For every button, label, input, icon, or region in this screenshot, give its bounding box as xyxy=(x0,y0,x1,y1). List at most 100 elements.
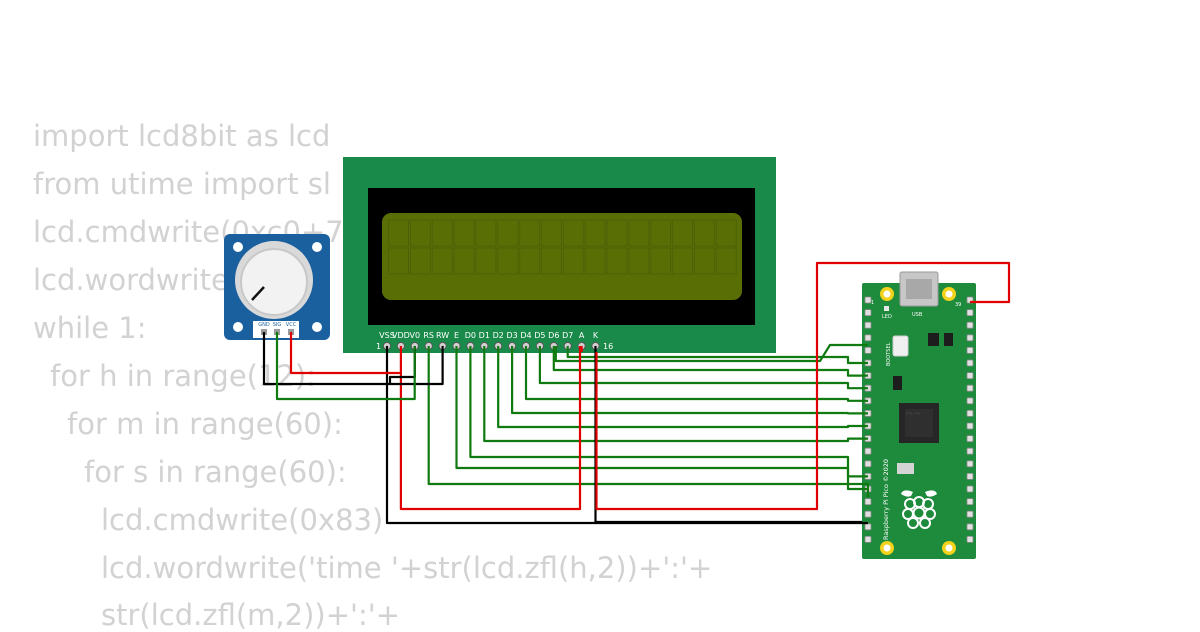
pico-pin-left[interactable] xyxy=(864,460,872,468)
wire xyxy=(289,332,401,375)
pot-pin-label: SIG xyxy=(273,322,282,328)
pot-pin-label: GND xyxy=(258,322,270,328)
pico-pin-right[interactable] xyxy=(966,536,974,543)
wire xyxy=(469,346,868,478)
pico-pin-left[interactable] xyxy=(864,523,872,531)
lcd-pin-label: D7 xyxy=(562,331,573,340)
wire xyxy=(427,346,870,497)
pico-pin-right[interactable] xyxy=(966,359,974,367)
pico-pin-right[interactable] xyxy=(966,460,974,468)
code-line: lcd.cmdwrite(0x83) xyxy=(101,503,384,537)
lcd-pin-label: D5 xyxy=(534,331,545,340)
raspberry-logo xyxy=(905,411,921,416)
pico-pin-right[interactable] xyxy=(966,372,974,380)
pico-pin-right[interactable] xyxy=(966,321,974,329)
pin39-label: 39 xyxy=(955,302,961,308)
code-line: str(lcd.zfl(m,2))+':'+ xyxy=(101,598,401,632)
pico-pin-left[interactable] xyxy=(864,447,872,455)
pico-pin-right[interactable] xyxy=(966,498,974,506)
raspberry-pi-pico[interactable]: LED USB 1 39 BOOTSEL Raspberry Pi Pico ©… xyxy=(862,271,976,559)
led-label: LED xyxy=(882,314,892,320)
lcd-pin-last-label: 16 xyxy=(603,342,613,351)
pico-pin-right[interactable] xyxy=(966,472,974,480)
code-line: import lcd8bit as lcd xyxy=(33,119,331,153)
wire xyxy=(524,346,868,402)
wire xyxy=(385,346,868,525)
pico-pin-left[interactable] xyxy=(864,321,872,329)
pico-pin-right[interactable] xyxy=(966,397,974,405)
mount-hole-icon xyxy=(312,242,322,252)
wire xyxy=(262,332,444,386)
pico-pin-right[interactable] xyxy=(966,422,974,430)
pico-pin-rows xyxy=(864,296,974,543)
lcd-pin-first-label: 1 xyxy=(376,342,381,351)
wire xyxy=(552,346,868,377)
lcd-pin-label: VDD xyxy=(392,331,410,340)
code-line: for s in range(60): xyxy=(84,455,347,489)
code-line: for m in range(60): xyxy=(67,407,343,441)
pico-pin-right[interactable] xyxy=(966,346,974,354)
lcd-pin-label: D1 xyxy=(479,331,490,340)
bootsel-label: BOOTSEL xyxy=(886,342,892,366)
mount-hole-icon xyxy=(233,322,243,332)
code-line: lcd.wordwrite xyxy=(33,263,229,297)
pico-pin-left[interactable] xyxy=(864,498,872,506)
raspberry-logo xyxy=(901,490,937,529)
pico-pin-right[interactable] xyxy=(966,523,974,531)
wire xyxy=(455,346,868,491)
led-icon xyxy=(884,306,889,311)
wire xyxy=(538,346,868,390)
lcd-pin-label: E xyxy=(454,331,459,340)
lcd-pin-label: D6 xyxy=(548,331,559,340)
chip-small xyxy=(893,376,902,390)
pico-pin-left[interactable] xyxy=(864,296,872,304)
pico-pin-left[interactable] xyxy=(864,536,872,543)
wire xyxy=(510,346,868,415)
lcd-pin-label: RS xyxy=(423,331,434,340)
pico-pin-right[interactable] xyxy=(966,435,974,443)
pico-pin-right[interactable] xyxy=(966,309,974,317)
pico-pin-right[interactable] xyxy=(966,384,974,392)
wire xyxy=(595,261,1011,511)
code-line: while 1: xyxy=(33,311,147,345)
pico-pin-left[interactable] xyxy=(864,309,872,317)
wire xyxy=(399,346,582,511)
pot-knob-indicator xyxy=(251,286,265,301)
code-line: from utime import sl xyxy=(33,167,331,201)
pico-pin-left[interactable] xyxy=(864,510,872,518)
lcd-pin-label: D2 xyxy=(493,331,504,340)
pico-pin-right[interactable] xyxy=(966,510,974,518)
pin1-label: 1 xyxy=(871,300,874,306)
lcd-pin-label: D3 xyxy=(506,331,517,340)
pico-pin-right[interactable] xyxy=(966,334,974,342)
pico-pin-right[interactable] xyxy=(966,485,974,493)
pico-silkscreen: Raspberry Pi Pico ©2020 xyxy=(882,459,890,540)
wires xyxy=(262,261,1011,525)
crystal xyxy=(897,463,914,474)
lcd-pin-label: D4 xyxy=(520,331,531,340)
pico-pin-left[interactable] xyxy=(864,346,872,354)
wire xyxy=(566,346,868,365)
wire xyxy=(594,346,862,524)
pot-pin-label: VCC xyxy=(286,322,297,328)
lcd-character-grid xyxy=(387,219,738,275)
bootsel-button[interactable] xyxy=(892,335,909,357)
pico-pin-left[interactable] xyxy=(864,334,872,342)
chip-small xyxy=(944,333,953,346)
lcd-pin-label: A xyxy=(579,331,585,340)
lcd-pin-label: RW xyxy=(436,331,449,340)
pico-pin-right[interactable] xyxy=(966,447,974,455)
wire xyxy=(483,346,868,443)
pot-knob[interactable] xyxy=(240,248,308,316)
lcd-pin-label: VSS xyxy=(379,331,395,340)
usb-label: USB xyxy=(912,312,923,318)
lcd-pin-label: K xyxy=(593,331,599,340)
lcd-pin-label: V0 xyxy=(410,331,421,340)
mount-hole-icon xyxy=(233,242,243,252)
pico-pin-right[interactable] xyxy=(966,409,974,417)
lcd-pin-label: D0 xyxy=(465,331,476,340)
